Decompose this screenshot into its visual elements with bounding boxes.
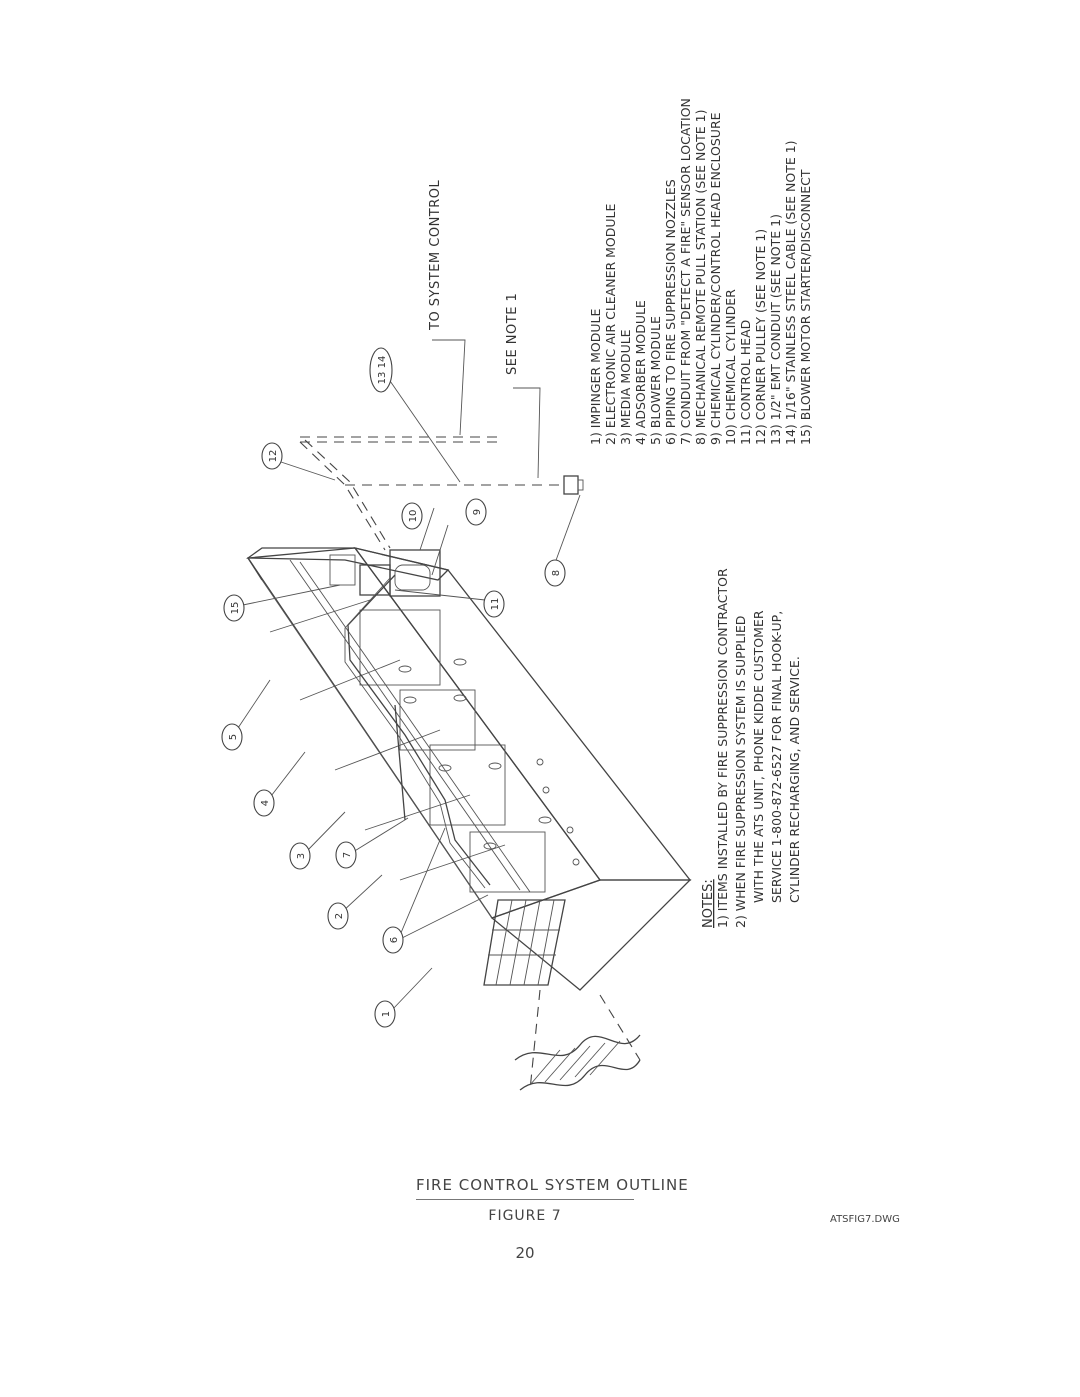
legend-item: 6) PIPING TO FIRE SUPPRESSION NOZZLES: [663, 179, 678, 445]
legend-item: 13) 1/2" EMT CONDUIT (SEE NOTE 1): [768, 214, 783, 445]
callout-bubble-8: 8: [544, 559, 566, 587]
legend-item: 1) IMPINGER MODULE: [588, 309, 603, 445]
callout-bubble-3: 3: [289, 842, 311, 870]
figure-number: FIGURE 7: [488, 1208, 562, 1224]
legend-item: 9) CHEMICAL CYLINDER/CONTROL HEAD ENCLOS…: [708, 112, 723, 445]
legend-item: 8) MECHANICAL REMOTE PULL STATION (SEE N…: [693, 110, 708, 446]
bubble-label: 15: [230, 602, 241, 615]
legend-block: 1) IMPINGER MODULE 2) ELECTRONIC AIR CLE…: [588, 98, 813, 445]
callout-bubble-13-14: 13 14: [369, 347, 393, 393]
callout-leaders: [237, 339, 581, 1011]
note-line: WITH THE ATS UNIT, PHONE KIDDE CUSTOMER: [751, 610, 766, 903]
bubble-label: 6: [389, 937, 400, 943]
suppression-piping: [344, 574, 491, 889]
bubble-label: 5: [228, 734, 239, 740]
bubble-label: 12: [268, 450, 279, 463]
bubble-label: 10: [408, 510, 419, 523]
page-number: 20: [515, 1244, 535, 1262]
callout-bubble-12: 12: [261, 442, 283, 470]
bubble-label: 3: [296, 853, 307, 859]
title-underline: [416, 1199, 634, 1200]
legend-item: 11) CONTROL HEAD: [738, 320, 753, 445]
bubble-label: 8: [551, 570, 562, 576]
callout-bubble-2: 2: [327, 902, 349, 930]
note-line: SERVICE 1-800-872-6527 FOR FINAL HOOK-UP…: [769, 611, 784, 903]
callout-bubble-5: 5: [221, 723, 243, 751]
bubble-label: 1: [381, 1011, 392, 1017]
duct-hatched: [514, 989, 641, 1091]
callout-bubble-7: 7: [335, 841, 357, 869]
pull-station: [563, 475, 584, 495]
callout-bubble-6: 6: [382, 926, 404, 954]
callout-bubble-1: 1: [374, 1000, 396, 1028]
bubble-label: 7: [342, 852, 353, 858]
legend-item: 10) CHEMICAL CYLINDER: [723, 289, 738, 445]
to-system-control-label: TO SYSTEM CONTROL: [428, 180, 443, 331]
legend-item: 15) BLOWER MOTOR STARTER/DISCONNECT: [798, 169, 813, 445]
legend-item: 5) BLOWER MODULE: [648, 316, 663, 445]
unit-housing: [246, 546, 692, 991]
bubble-label: 13 14: [377, 356, 388, 385]
callout-bubble-4: 4: [253, 789, 275, 817]
callout-bubble-11: 11: [483, 590, 505, 618]
note-line: CYLINDER RECHARGING, AND SERVICE.: [787, 656, 802, 903]
notes-block: NOTES: 1) ITEMS INSTALLED BY FIRE SUPPRE…: [701, 568, 802, 928]
bubble-label: 9: [472, 509, 483, 515]
figure-title: FIRE CONTROL SYSTEM OUTLINE: [416, 1176, 689, 1194]
see-note-label: SEE NOTE 1: [505, 293, 520, 375]
note-line: 2) WHEN FIRE SUPPRESSION SYSTEM IS SUPPL…: [733, 616, 748, 928]
legend-item: 7) CONDUIT FROM "DETECT A FIRE" SENSOR L…: [678, 98, 693, 445]
callout-bubble-9: 9: [465, 498, 487, 526]
cable-conduit: [299, 436, 565, 551]
legend-item: 12) CORNER PULLEY (SEE NOTE 1): [753, 229, 768, 445]
legend-item: 3) MEDIA MODULE: [618, 329, 633, 445]
legend-item: 2) ELECTRONIC AIR CLEANER MODULE: [603, 204, 618, 445]
bubble-label: 4: [260, 800, 271, 806]
callout-bubble-10: 10: [401, 502, 423, 530]
legend-item: 4) ADSORBER MODULE: [633, 300, 648, 445]
notes-header: NOTES:: [701, 879, 716, 928]
drawing-file-name: ATSFIG7.DWG: [830, 1214, 900, 1225]
legend-item: 14) 1/16" STAINLESS STEEL CABLE (SEE NOT…: [783, 140, 798, 445]
note-line: 1) ITEMS INSTALLED BY FIRE SUPPRESSION C…: [715, 568, 730, 928]
bubble-label: 2: [334, 913, 345, 919]
bubble-label: 11: [490, 598, 501, 611]
callout-bubble-15: 15: [223, 594, 245, 622]
